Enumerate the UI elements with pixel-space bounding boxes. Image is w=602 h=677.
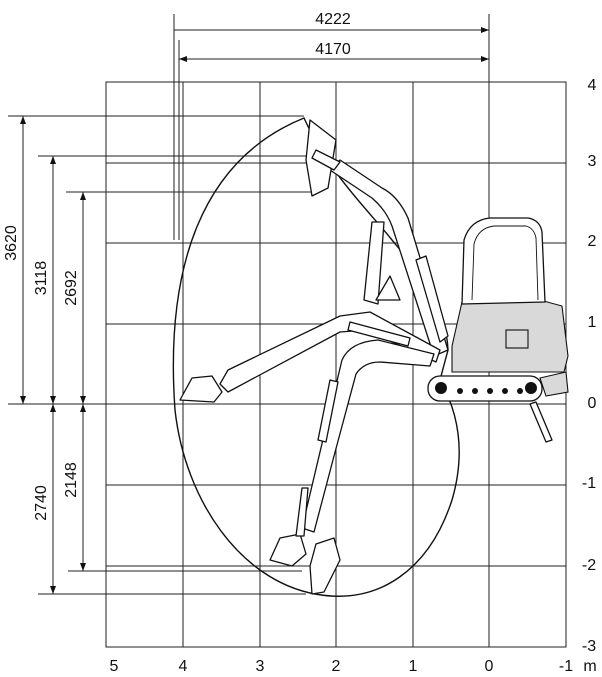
bucket-mid xyxy=(375,275,401,301)
dozer-blade xyxy=(539,371,569,397)
bucket-depth-link xyxy=(295,487,309,537)
bucket-ground xyxy=(179,375,223,403)
top-dimensions: 4222 4170 xyxy=(173,11,490,240)
dim-label-2740: 2740 xyxy=(33,485,50,521)
arm-cylinder xyxy=(347,321,411,347)
dim-arrow xyxy=(80,404,86,412)
boom-cylinder-mid xyxy=(363,221,385,305)
working-envelope xyxy=(172,117,460,597)
dim-label-4222: 4222 xyxy=(315,11,351,28)
y-tick-label: 2 xyxy=(588,233,597,250)
x-axis-unit: m xyxy=(583,658,596,675)
y-tick-label: 3 xyxy=(588,153,597,170)
dim-arrow xyxy=(50,156,56,164)
dim-label-3620: 3620 xyxy=(3,225,20,261)
arm-down xyxy=(301,339,435,533)
dim-arrow xyxy=(481,27,489,33)
dim-arrow xyxy=(80,563,86,571)
x-tick-label: 5 xyxy=(110,658,119,675)
dim-arrow xyxy=(50,396,56,404)
y-tick-label: 1 xyxy=(588,314,597,331)
y-tick-label: 0 xyxy=(588,395,597,412)
arm-down-cylinder xyxy=(317,379,339,443)
dim-label-3118: 3118 xyxy=(33,261,50,296)
x-tick-label: 1 xyxy=(409,658,418,675)
dim-arrow xyxy=(20,116,26,124)
bucket-depth-right xyxy=(309,537,341,595)
y-tick-label: -1 xyxy=(582,475,596,492)
dim-arrow xyxy=(50,404,56,412)
dim-label-4170: 4170 xyxy=(315,41,351,58)
y-tick-labels: 4 3 2 1 0 -1 -2 -3 xyxy=(582,77,597,655)
bucket-depth-left xyxy=(269,533,307,567)
track xyxy=(427,375,543,402)
y-tick-label: 4 xyxy=(588,77,597,94)
dim-label-2148: 2148 xyxy=(63,462,80,498)
track-rollers xyxy=(435,382,537,394)
cab xyxy=(461,217,546,305)
mini-excavator-drawing-icon xyxy=(179,119,569,595)
bucket-link xyxy=(311,149,341,171)
dim-arrow xyxy=(179,56,187,62)
dim-arrow xyxy=(20,396,26,404)
engine-cover xyxy=(505,329,529,349)
left-dimensions: 3620 3118 2692 2740 2148 xyxy=(3,115,322,595)
dim-arrow xyxy=(80,396,86,404)
dim-arrow xyxy=(50,586,56,594)
dim-label-2692: 2692 xyxy=(63,270,80,306)
dim-arrow xyxy=(80,192,86,200)
dozer-blade-lowered xyxy=(529,401,553,443)
x-tick-label: 2 xyxy=(332,658,341,675)
dim-arrow xyxy=(481,56,489,62)
x-tick-labels: 5 4 3 2 1 0 -1 m xyxy=(110,658,597,675)
x-tick-label: -1 xyxy=(559,658,573,675)
cab-window xyxy=(471,225,539,301)
x-tick-label: 3 xyxy=(256,658,265,675)
boom-cylinder xyxy=(415,255,449,343)
y-tick-label: -3 xyxy=(582,638,596,655)
x-tick-label: 4 xyxy=(179,658,188,675)
x-tick-label: 0 xyxy=(485,658,494,675)
y-tick-label: -2 xyxy=(582,557,596,574)
